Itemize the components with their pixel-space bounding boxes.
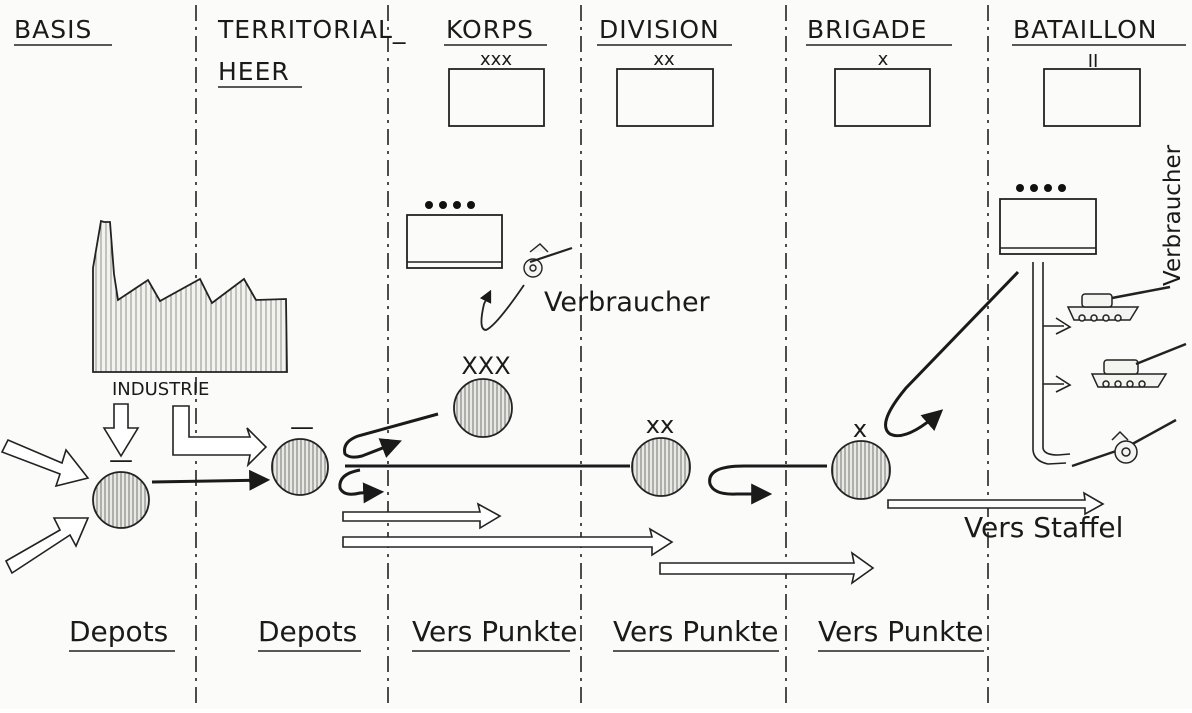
bataillon-consumer-label: Verbraucher — [1160, 144, 1186, 286]
header-basis: BASIS — [14, 15, 92, 44]
unit-symbols — [449, 69, 1140, 126]
brigade-depot — [832, 441, 890, 499]
column-headers: BASIS TERRITORIAL_ HEER KORPS DIVISION B… — [14, 15, 1186, 87]
brigade-rank: x — [878, 49, 889, 70]
column-footers: Depots Depots Vers Punkte Vers Punkte Ve… — [69, 615, 984, 651]
artillery-icon — [1072, 420, 1176, 466]
korps-supply-unit — [407, 201, 502, 268]
header-territorial-line1: TERRITORIAL_ — [217, 15, 406, 44]
bataillon-rank: II — [1088, 51, 1099, 72]
bataillon-distribution — [1033, 262, 1070, 464]
bataillon-unit-symbol — [1044, 69, 1140, 126]
footer-korps: Vers Punkte — [412, 615, 578, 648]
header-territorial-line2: HEER — [218, 57, 290, 86]
basis-depot — [93, 472, 149, 528]
footer-territorial: Depots — [258, 615, 357, 648]
division-depot-mark: xx — [646, 411, 674, 439]
footer-brigade: Vers Punkte — [818, 615, 984, 648]
korps-unit-symbol — [449, 69, 544, 126]
header-division: DIVISION — [599, 15, 720, 44]
division-rank: xx — [653, 49, 675, 70]
territorial-depot — [272, 439, 328, 495]
brigade-unit-symbol — [835, 69, 930, 126]
korps-depot — [454, 379, 512, 437]
tank-icon-2 — [1092, 344, 1186, 387]
rank-marks: xxx xx x II — [480, 49, 1098, 72]
gun-icon-korps — [524, 244, 572, 277]
division-unit-symbol — [617, 69, 713, 126]
tank-icon-1 — [1068, 287, 1170, 321]
footer-division: Vers Punkte — [613, 615, 779, 648]
header-brigade: BRIGADE — [807, 15, 927, 44]
brigade-depot-mark: x — [853, 415, 867, 443]
korps-rank: xxx — [480, 49, 512, 70]
footer-basis: Depots — [69, 615, 168, 648]
industry-label: INDUSTRIE — [112, 379, 209, 400]
column-separators — [196, 5, 988, 709]
korps-consumer-label: Verbraucher — [544, 287, 711, 318]
bataillon-supply-unit — [1000, 184, 1096, 254]
supply-echelon-label: Vers Staffel — [964, 511, 1123, 544]
territorial-depot-mark: — — [290, 413, 314, 441]
header-korps: KORPS — [446, 15, 534, 44]
division-depot — [632, 438, 690, 496]
factory-icon: INDUSTRIE — [93, 221, 287, 400]
korps-depot-mark: XXX — [461, 352, 510, 380]
header-bataillon: BATAILLON — [1013, 15, 1157, 44]
basis-depot-mark: — — [109, 446, 133, 474]
